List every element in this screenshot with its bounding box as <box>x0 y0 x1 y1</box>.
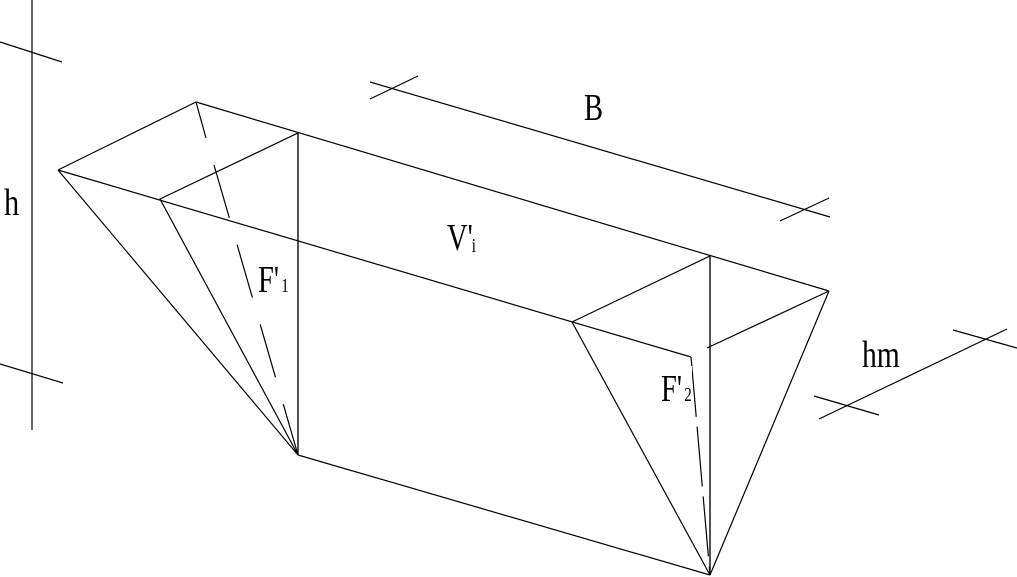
face-f2-hatched <box>571 255 711 576</box>
svg-text:F': F' <box>661 368 682 410</box>
label-f1: F' 1 <box>258 259 289 301</box>
label-b: B <box>584 87 603 129</box>
svg-text:F': F' <box>258 259 279 301</box>
dimension-h <box>0 0 64 430</box>
svg-text:V': V' <box>447 217 473 259</box>
svg-text:i: i <box>472 234 476 257</box>
label-f2: F' 2 <box>661 368 692 410</box>
dimension-hm <box>813 328 1017 420</box>
body-edges <box>57 101 830 576</box>
dimension-b <box>369 75 831 222</box>
svg-text:2: 2 <box>684 383 691 406</box>
svg-text:1: 1 <box>281 274 288 297</box>
label-hm: hm <box>862 335 900 376</box>
label-volume: V' i <box>447 217 476 259</box>
label-h: h <box>4 182 19 224</box>
